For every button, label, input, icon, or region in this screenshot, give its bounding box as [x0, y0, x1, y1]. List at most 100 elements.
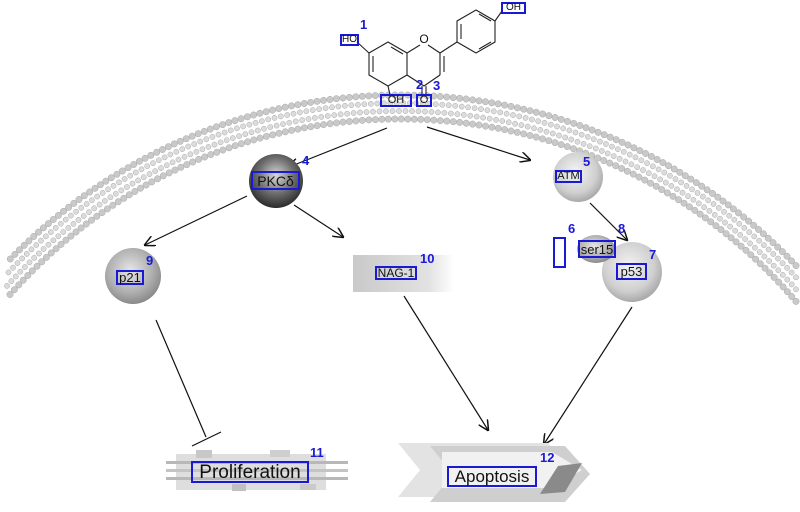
- membrane-lipid: [19, 276, 27, 284]
- membrane-lipid: [86, 209, 92, 215]
- membrane-lipid: [469, 96, 477, 104]
- membrane-lipid: [783, 288, 791, 296]
- membrane-lipid: [756, 237, 762, 244]
- membrane-lipid: [783, 252, 791, 260]
- marker-2: 2: [416, 77, 424, 92]
- membrane-lipid: [171, 166, 179, 174]
- membrane-lipid: [6, 291, 14, 298]
- membrane-lipid: [234, 125, 240, 132]
- membrane-lipid: [286, 119, 293, 126]
- membrane-lipid: [507, 102, 515, 110]
- membrane-lipid: [5, 269, 12, 276]
- membrane-lipid: [28, 246, 35, 253]
- membrane-lipid: [638, 157, 645, 164]
- carbonyl-oxygen-label: O: [416, 94, 432, 107]
- membrane-lipid: [445, 102, 452, 109]
- membrane-lipid: [175, 156, 182, 163]
- membrane-lipid: [135, 157, 143, 165]
- membrane-lipid: [507, 127, 515, 135]
- membrane-lipid: [598, 148, 605, 154]
- membrane-lipid: [543, 128, 550, 135]
- p21-node: [105, 248, 161, 304]
- membrane-lipid: [497, 109, 504, 116]
- membrane-lipid: [24, 272, 32, 279]
- membrane-lipid: [594, 154, 602, 162]
- membrane-lipid: [163, 162, 170, 169]
- membrane-lipid: [141, 154, 149, 162]
- membrane-lipid: [110, 182, 117, 189]
- membrane-lipid: [423, 116, 431, 124]
- membrane-lipid: [494, 100, 502, 108]
- membrane-lipid: [488, 123, 496, 131]
- membrane-lipid: [765, 246, 772, 253]
- membrane-lipid: [86, 188, 94, 196]
- membrane-lipid: [243, 113, 251, 121]
- membrane-lipid: [518, 122, 525, 128]
- membrane-lipid: [717, 215, 723, 222]
- pathway-arrows: [145, 126, 633, 447]
- membrane-lipid: [766, 258, 772, 264]
- membrane-lipid: [513, 128, 521, 136]
- membrane-lipid: [701, 204, 707, 211]
- membrane-lipid: [612, 136, 620, 144]
- membrane-lipid: [652, 182, 660, 190]
- membrane-lipid: [674, 186, 680, 193]
- membrane-lipid: [83, 201, 90, 207]
- membrane-lipid: [20, 241, 28, 249]
- ring-bond: [423, 74, 441, 87]
- membrane-lipid: [482, 122, 489, 130]
- membrane-lipid: [313, 122, 321, 130]
- membrane-lipid: [644, 160, 650, 167]
- membrane-lipid: [231, 142, 239, 150]
- membrane-lipid: [127, 172, 134, 179]
- membrane-lipid: [689, 186, 695, 193]
- membrane-lipid: [60, 229, 67, 235]
- membrane-lipid: [38, 237, 44, 244]
- membrane-lipid: [775, 278, 783, 286]
- membrane-lipid: [788, 293, 796, 300]
- membrane-lipid: [262, 108, 270, 116]
- membrane-lipid: [696, 210, 704, 218]
- membrane-lipid: [668, 183, 675, 189]
- membrane-lipid: [642, 150, 650, 157]
- membrane-lipid: [430, 116, 438, 124]
- membrane-lipid: [443, 93, 451, 101]
- arrow-nag1-to-apoptosis: [403, 295, 488, 430]
- membrane-lipid: [176, 137, 184, 145]
- arrow-flavonoid-to-atm: [426, 126, 530, 160]
- membrane-lipid: [681, 172, 689, 180]
- membrane-lipid: [436, 117, 444, 125]
- membrane-lipid: [435, 109, 441, 116]
- membrane-lipid: [707, 218, 715, 226]
- b-ring: [456, 9, 496, 54]
- membrane-lipid: [732, 227, 739, 234]
- membrane-lipid: [12, 273, 19, 280]
- membrane-lipid: [22, 264, 28, 270]
- membrane-lipid: [219, 121, 227, 129]
- membrane-lipid: [740, 213, 748, 221]
- membrane-lipid: [694, 190, 701, 196]
- membrane-lipid: [164, 143, 172, 151]
- membrane-lipid: [182, 135, 190, 143]
- marker-12: 12: [540, 450, 555, 465]
- membrane-lipid: [703, 186, 711, 194]
- p53-label: p53: [616, 263, 647, 280]
- membrane-lipid: [722, 230, 730, 238]
- membrane-lipid: [751, 233, 758, 240]
- membrane-lipid: [636, 147, 644, 155]
- flavonoid-molecule: [356, 9, 503, 96]
- membrane-lipid: [370, 108, 376, 115]
- membrane-lipid: [312, 115, 318, 121]
- proliferation-label: Proliferation: [191, 461, 309, 483]
- membrane-lipid: [82, 220, 90, 228]
- membrane-lipid: [452, 102, 459, 109]
- membrane-lipid: [193, 148, 200, 155]
- membrane-lipid: [307, 123, 315, 131]
- membrane-lipid: [606, 159, 614, 167]
- membrane-lipid: [766, 269, 774, 277]
- inhibit-p21-proliferation: [155, 319, 207, 438]
- membrane-lipid: [303, 108, 310, 115]
- membrane-lipid: [706, 208, 713, 214]
- inhibit-bar: [191, 431, 222, 447]
